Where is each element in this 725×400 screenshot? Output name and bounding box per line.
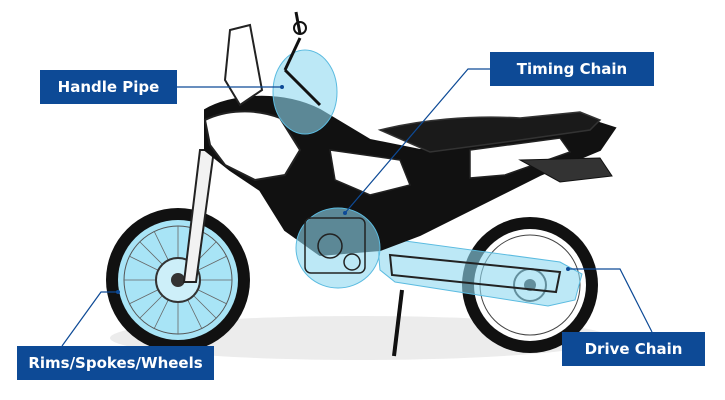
- label-drive-chain: Drive Chain: [562, 332, 705, 366]
- leader-rims: [61, 291, 118, 347]
- label-handle-pipe: Handle Pipe: [40, 70, 177, 104]
- swing-arm: [388, 253, 562, 294]
- leader-drive-chain: [568, 268, 653, 333]
- front-fairing: [203, 110, 302, 182]
- label-rims-spokes-wheels: Rims/Spokes/Wheels: [17, 346, 214, 380]
- front-wheel: [106, 208, 250, 352]
- windscreen: [223, 23, 264, 107]
- leader-dots: [116, 85, 570, 294]
- engine-highlight: [295, 207, 381, 289]
- seat: [377, 111, 602, 153]
- side-panel: [329, 149, 412, 196]
- leader-timing-chain: [344, 68, 490, 214]
- side-stand: [392, 289, 404, 357]
- leader-lines: [61, 68, 653, 347]
- exhaust: [518, 157, 613, 183]
- engine: [304, 217, 366, 274]
- handlebar: [283, 11, 322, 107]
- label-timing-chain: Timing Chain: [490, 52, 654, 86]
